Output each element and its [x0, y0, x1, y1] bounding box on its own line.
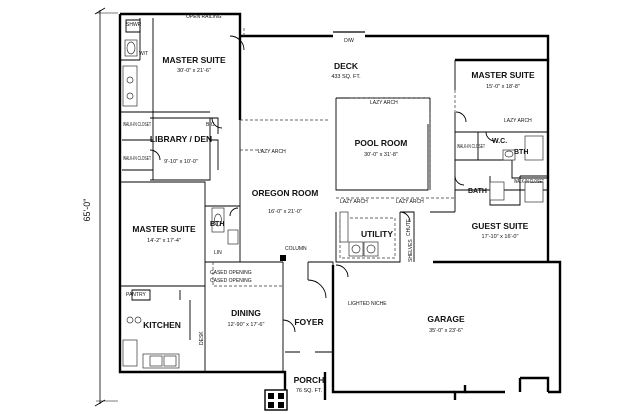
exterior-walls — [118, 12, 562, 400]
note-open-railing: OPEN RAILING — [186, 14, 222, 20]
lazy-arch-lines — [212, 28, 456, 287]
note-walk-in-closet-3: WALK-IN CLOSET — [457, 144, 485, 150]
room-name-garage: GARAGE — [427, 314, 465, 324]
room-name-oregon-room: OREGON ROOM — [252, 188, 319, 198]
note-cased-opening-1: CASED OPENING — [210, 270, 252, 276]
room-name-kitchen: KITCHEN — [143, 320, 181, 330]
note-chute: CHUTE — [406, 218, 412, 236]
room-name-foyer: FOYER — [294, 317, 323, 327]
column-marker — [280, 255, 286, 261]
note-column: COLUMN — [285, 246, 307, 252]
note-lazy-arch-3: LAZY ARCH — [340, 199, 368, 205]
note-bth-1: BTH — [514, 149, 528, 156]
room-name-utility: UTILITY — [361, 229, 393, 239]
room-size-garage: 35'-0" x 23'-6" — [429, 328, 463, 334]
room-name-porch: PORCH — [294, 375, 325, 385]
room-name-master-suite-1: MASTER SUITE — [162, 55, 226, 65]
room-size-master-suite-3: 14'-2" x 17'-4" — [147, 238, 181, 244]
note-bc: B.C. — [206, 122, 216, 128]
note-wc: W.C. — [492, 138, 507, 145]
note-walk-in-closet-1: WALK-IN CLOSET — [123, 122, 151, 128]
note-pantry: PANTRY — [126, 292, 146, 298]
note-walk-in-closet-2: WALK-IN CLOSET — [123, 156, 151, 162]
note-desk: DESK — [199, 331, 205, 345]
door-swings — [149, 35, 496, 333]
note-cased-opening-2: CASED OPENING — [210, 278, 252, 284]
note-lazy-arch-2: LAZY ARCH — [370, 100, 398, 106]
note-wt: W/T — [139, 51, 148, 57]
note-lin: LIN — [214, 250, 222, 256]
note-lazy-arch-1: LAZY ARCH — [258, 149, 286, 155]
note-shelves: SHELVES — [408, 239, 414, 262]
interior-walls — [120, 18, 548, 372]
overall-dimension-label: 65'-0" — [82, 199, 92, 222]
room-size-dining: 12'-90" x 17'-6" — [228, 322, 265, 328]
room-size-master-suite-1: 30'-0" x 21'-6" — [177, 68, 211, 74]
room-name-guest-suite: GUEST SUITE — [472, 221, 529, 231]
room-size-master-suite-2: 15'-0" x 18'-8" — [486, 84, 520, 90]
note-dw: D/W — [344, 38, 354, 44]
room-name-library: LIBRARY / DEN — [150, 134, 212, 144]
note-walk-in-closet-4: WALK-IN CLOSET — [514, 179, 544, 185]
fixtures — [122, 39, 544, 369]
room-size-deck: 433 SQ. FT. — [331, 74, 361, 80]
library-name-text: LIBRARY / DEN — [150, 134, 212, 144]
room-name-deck: DECK — [334, 61, 359, 71]
room-size-oregon-room: 16'-0" x 21'-0" — [268, 209, 302, 215]
note-bth-2: BTH — [210, 221, 224, 228]
room-name-master-suite-3: MASTER SUITE — [132, 224, 196, 234]
room-size-pool-room: 30'-0" x 31'-8" — [364, 152, 398, 158]
room-name-dining: DINING — [231, 308, 261, 318]
note-lazy-arch-5: LAZY ARCH — [504, 118, 532, 124]
overall-dimension-line — [94, 7, 118, 407]
room-size-guest-suite: 17'-10" x 16'-0" — [482, 234, 519, 240]
entry-window-icon — [264, 389, 288, 411]
note-shower: SHWR — [126, 22, 142, 28]
note-lazy-arch-4: LAZY ARCH — [396, 199, 424, 205]
room-name-master-suite-2: MASTER SUITE — [471, 70, 535, 80]
room-size-library: 9'-10" x 10'-0" — [164, 159, 198, 165]
note-lighted-niche: LIGHTED NICHE — [348, 301, 387, 307]
note-bath: BATH — [468, 188, 487, 195]
room-name-pool-room: POOL ROOM — [355, 138, 408, 148]
room-size-porch: 76 SQ. FT. — [296, 388, 323, 394]
